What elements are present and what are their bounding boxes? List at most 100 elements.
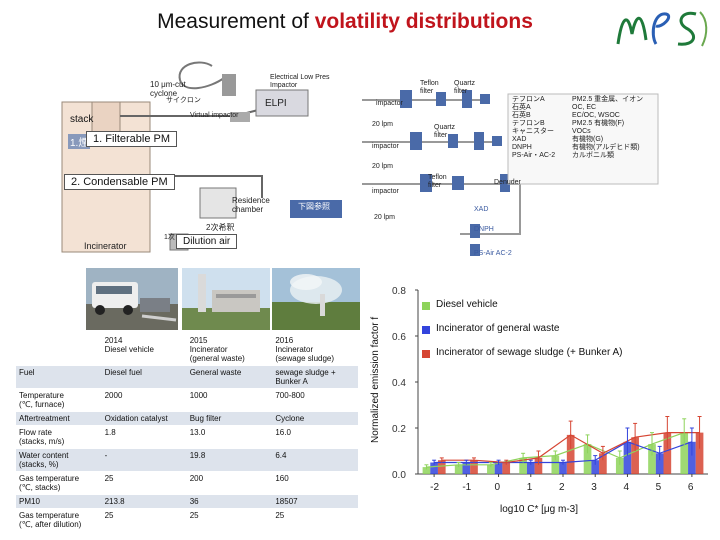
bar-1-5 (591, 460, 600, 474)
table-cell: Aftertreatment (16, 411, 102, 426)
bar-0-5 (583, 444, 592, 474)
table-cell: Gas temperature (℃, after dilution) (16, 508, 102, 532)
sample-type-item-2: 石英B (512, 112, 531, 119)
legend-general-waste: Incinerator of general waste (436, 323, 560, 334)
bar-0-7 (648, 444, 656, 474)
virtual-impactor-body (230, 112, 250, 122)
slide-title: Measurement of volatility distributions (0, 10, 690, 34)
table-cell: Gas temperature (℃, stacks) (16, 471, 102, 495)
bar-0-0 (422, 467, 431, 474)
bar-2-0 (437, 460, 446, 474)
bar-1-1 (462, 462, 471, 474)
table-cell: 1.8 (101, 425, 187, 449)
legend-swatch-sewage-sludge (422, 350, 430, 358)
bar-1-6 (623, 441, 632, 474)
analyte-item-1: OC, EC (572, 104, 597, 111)
analyte-item-0: PM2.5 重金属、イオン (572, 96, 644, 103)
diesel-vehicle-photo (86, 268, 178, 330)
bar-2-8 (695, 432, 704, 474)
sample-type-item-4: キャニスター (512, 128, 554, 135)
y-tick-label: 0.8 (392, 286, 406, 297)
table-cell: Cyclone (272, 411, 358, 426)
table-cell: - (101, 448, 187, 472)
table-cell: Flow rate (stacks, m/s) (16, 425, 102, 449)
table-cell: 2016 Incinerator (sewage sludge) (272, 334, 358, 366)
incinerator-plume-photo (272, 268, 360, 330)
bar-2-4 (566, 434, 575, 474)
denuder-label: Denuder (494, 179, 521, 186)
title-prefix: Measurement of (157, 10, 315, 33)
ps-air-label: PS-Air AC-2 (474, 250, 512, 257)
table-cell: Diesel fuel (101, 365, 187, 389)
x-tick-label: -2 (430, 482, 439, 493)
analyte-item-4: VOCs (572, 128, 591, 135)
impactor-2-label: impactor (372, 143, 399, 150)
legend-swatch-general-waste (422, 326, 430, 334)
x-tick-label: 0 (495, 482, 501, 493)
table-cell: 2000 (101, 388, 187, 412)
chart-xlabel: log10 C* [μg m-3] (500, 504, 579, 515)
bar-0-1 (454, 464, 463, 474)
table-cell: General waste (186, 365, 273, 389)
xad-label: XAD (474, 206, 489, 213)
elpi-box-label: ELPI (265, 98, 287, 109)
x-tick-label: 4 (623, 482, 629, 493)
analyte-item-2: EC/OC, WSOC (572, 112, 620, 119)
residence-chamber-box (199, 187, 237, 219)
bar-1-8 (688, 441, 696, 474)
x-tick-label: 1 (527, 482, 533, 493)
table-cell: 700-800 (272, 388, 358, 412)
bar-2-7 (663, 432, 672, 474)
sample-type-item-3: テフロンB (512, 120, 545, 127)
bar-1-3 (526, 462, 535, 474)
table-cell: Oxidation catalyst (101, 411, 187, 426)
quartz-filter-1-label: Quartz filter (454, 80, 476, 95)
table-cell: sewage sludge + Bunker A (272, 365, 358, 389)
title-highlight: volatility distributions (314, 10, 533, 33)
table-cell: Temperature (℃, furnace) (16, 388, 102, 412)
stack-label: stack (70, 114, 94, 125)
bar-0-6 (615, 457, 624, 474)
organization-logo (616, 11, 708, 47)
table-cell: 19.8 (186, 448, 273, 472)
analyte-item-7: カルボニル類 (572, 152, 614, 159)
sample-type-item-0: テフロンA (512, 96, 545, 103)
sample-type-item-5: XAD (512, 136, 527, 143)
teflon-filter-1-label: Teflon filter (420, 80, 439, 95)
table-cell: 213.8 (101, 494, 187, 509)
flow-1-label: 20 lpm (372, 121, 394, 128)
cyclone-label: 10 μm-cut cyclone (150, 80, 186, 98)
table-cell: 2014 Diesel vehicle (101, 334, 187, 366)
table-cell: 25 (186, 508, 273, 532)
analyte-item-5: 有機物(G) (572, 136, 604, 143)
bar-0-3 (519, 457, 527, 474)
table-cell: 200 (186, 471, 273, 495)
bar-2-2 (502, 462, 511, 474)
legend-diesel: Diesel vehicle (436, 299, 498, 310)
bar-2-5 (599, 453, 607, 474)
y-tick-label: 0.6 (392, 332, 406, 343)
bar-2-6 (631, 437, 639, 474)
x-tick-label: 2 (559, 482, 565, 493)
bar-1-0 (430, 462, 438, 474)
teflon-filter-2-label: Teflon filter (428, 174, 447, 189)
table-cell: Water content (stacks, %) (16, 448, 102, 472)
bar-2-1 (470, 460, 478, 474)
analyte-item-3: PM2.5 有機物(F) (572, 120, 625, 127)
table-cell: 36 (186, 494, 273, 509)
bar-1-4 (559, 462, 567, 474)
incinerator-building-photo (182, 268, 270, 330)
analyte-item-6: 有機物(アルデヒド類) (572, 144, 640, 151)
elpi-label: Electrical Low Pres Impactor (270, 74, 330, 89)
table-cell: Fuel (16, 365, 102, 389)
cyclone-body (222, 74, 236, 96)
